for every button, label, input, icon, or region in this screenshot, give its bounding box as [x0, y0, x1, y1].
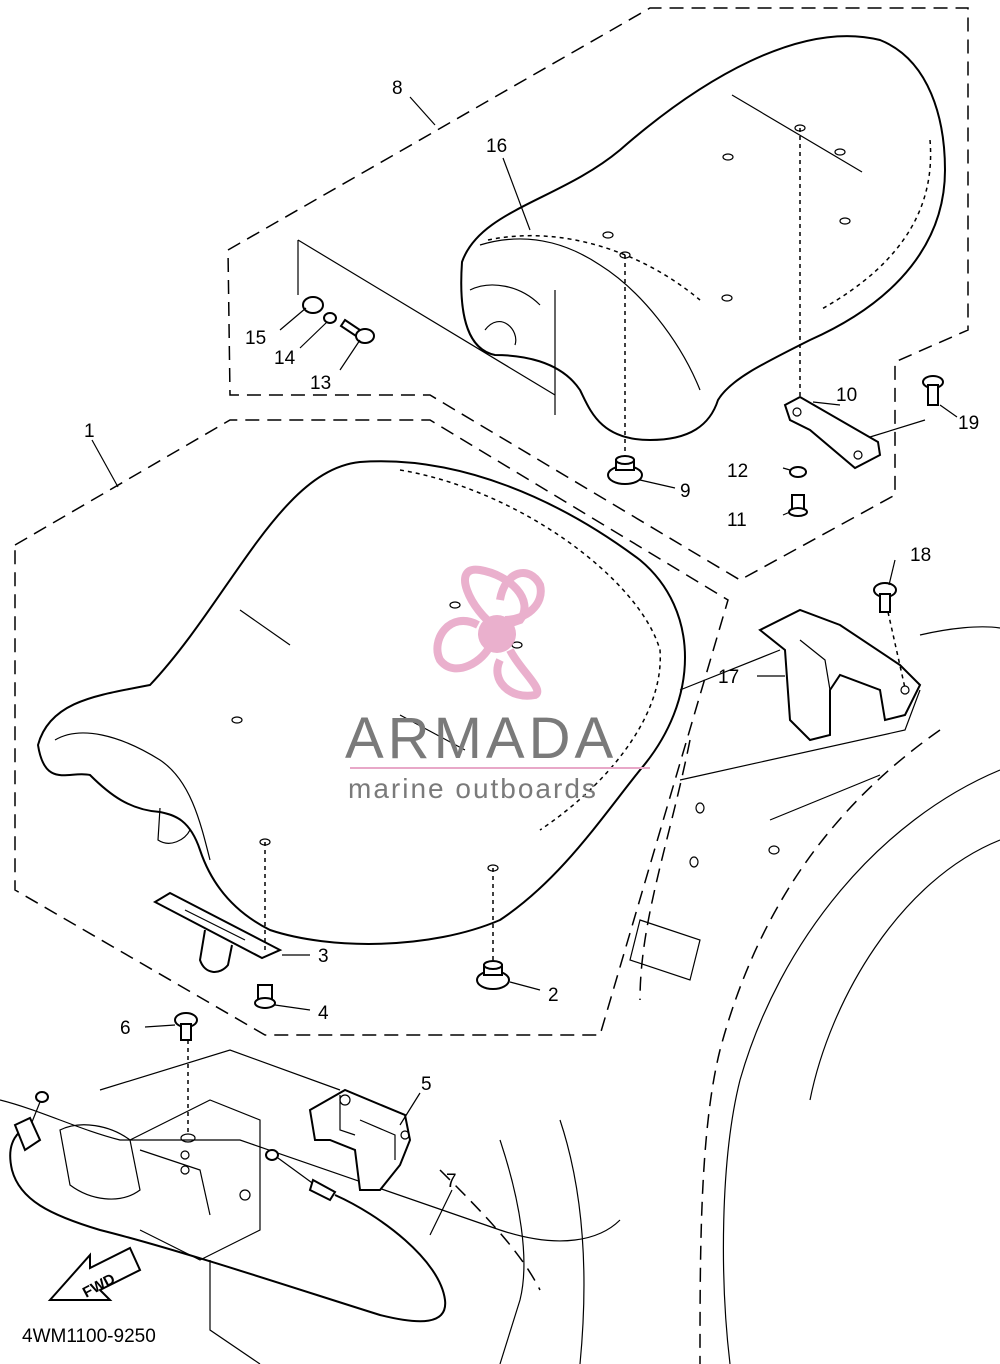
- callout-16: 16: [486, 136, 507, 157]
- seat-lock-cable-7: [9, 1091, 447, 1323]
- front-seat: [36, 460, 686, 945]
- leader-lines: [91, 96, 958, 1236]
- bolt-13: [339, 318, 375, 344]
- damper-2: [476, 960, 510, 990]
- bolt-6: [174, 1012, 198, 1041]
- callout-11: 11: [727, 510, 747, 531]
- bolt-11: [788, 494, 808, 517]
- seat-bracket: [152, 891, 283, 973]
- bolt-18: [873, 582, 897, 613]
- callout-19: 19: [958, 413, 979, 434]
- frame-structure: [629, 626, 1000, 1364]
- callout-10: 10: [836, 385, 857, 406]
- armada-logo-icon: [433, 565, 545, 700]
- callout-12: 12: [727, 461, 748, 482]
- washer-14: [323, 312, 337, 324]
- rear-seat-group-outline: [227, 7, 969, 581]
- callout-6: 6: [120, 1018, 131, 1039]
- callout-1: 1: [84, 421, 95, 442]
- washer-15: [302, 296, 324, 314]
- watermark-tagline: marine outboards: [348, 773, 598, 804]
- callout-8: 8: [392, 78, 403, 99]
- callout-17: 17: [718, 667, 739, 688]
- callout-9: 9: [680, 481, 691, 502]
- callout-15: 15: [245, 328, 266, 349]
- bolt-19: [922, 375, 944, 406]
- bolt-4: [254, 984, 276, 1009]
- washer-12: [789, 466, 807, 478]
- bracket-10: [783, 395, 882, 470]
- callout-7: 7: [446, 1171, 457, 1192]
- callout-4: 4: [318, 1003, 329, 1024]
- callout-14: 14: [274, 348, 296, 369]
- diagram-code: 4WM1100-9250: [22, 1326, 156, 1347]
- seat-lock-5: [308, 1088, 412, 1191]
- forward-arrow-icon: FWD: [47, 1246, 142, 1302]
- bracket-17: [758, 608, 922, 742]
- front-seat-group-outline: [14, 419, 729, 1036]
- rear-seat: [460, 35, 947, 442]
- callout-3: 3: [318, 946, 329, 967]
- callout-13: 13: [310, 373, 331, 394]
- callout-2: 2: [548, 985, 559, 1006]
- watermark-brand: ARMADA: [345, 706, 617, 771]
- damper-9: [607, 455, 643, 485]
- lower-frame: [0, 1049, 621, 1364]
- callout-18: 18: [910, 545, 931, 566]
- callout-5: 5: [421, 1074, 432, 1095]
